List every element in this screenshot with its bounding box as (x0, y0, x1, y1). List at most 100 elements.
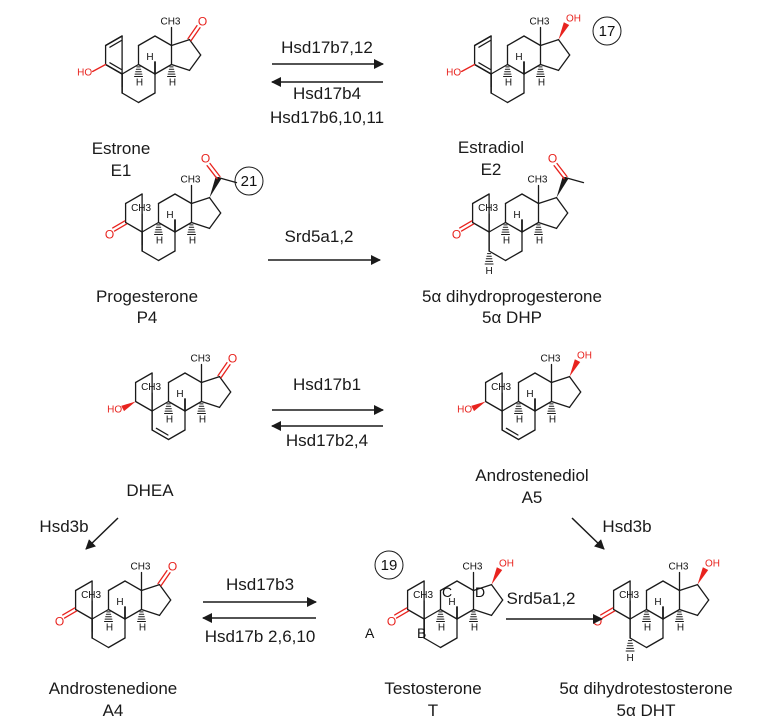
svg-text:HO: HO (446, 68, 461, 79)
svg-text:H: H (136, 78, 143, 89)
svg-text:H: H (139, 623, 146, 634)
ring-label-c: C (442, 584, 452, 600)
svg-text:CH3: CH3 (619, 590, 639, 601)
estradiol-name: Estradiol (458, 138, 524, 157)
svg-text:O: O (387, 615, 396, 629)
enzyme-e2-e1-reverse-1: Hsd17b4 (293, 84, 361, 103)
svg-text:H: H (156, 236, 163, 247)
svg-text:CH3: CH3 (141, 382, 161, 393)
svg-text:O: O (228, 352, 237, 366)
svg-text:O: O (201, 152, 210, 166)
svg-text:CH3: CH3 (491, 382, 511, 393)
svg-text:17: 17 (599, 23, 616, 40)
svg-text:H: H (166, 210, 173, 221)
estradiol-abbr: E2 (481, 160, 502, 179)
reaction-arrows (85, 59, 605, 624)
svg-text:H: H (146, 52, 153, 63)
progesterone-name: Progesterone (96, 287, 198, 306)
svg-text:CH3: CH3 (131, 203, 151, 214)
svg-text:H: H (654, 597, 661, 608)
androstenediol-name: Androstenediol (475, 466, 588, 485)
svg-text:O: O (593, 615, 602, 629)
svg-text:H: H (189, 236, 196, 247)
svg-text:H: H (448, 597, 455, 608)
androstenediol-abbr: A5 (522, 488, 543, 507)
svg-text:CH3: CH3 (529, 17, 549, 28)
arrow-dhea-to-a4 (85, 517, 119, 550)
estrone-name: Estrone (92, 139, 151, 158)
progesterone-abbr: P4 (137, 308, 158, 327)
svg-text:19: 19 (381, 557, 398, 574)
svg-text:CH3: CH3 (130, 562, 150, 573)
enzyme-t-dht: Srd5a1,2 (507, 589, 576, 608)
svg-text:OH: OH (705, 559, 720, 570)
enzyme-a5-dhea-reverse: Hsd17b2,4 (286, 431, 368, 450)
dht-name: 5α dihydrotestosterone (559, 679, 732, 698)
svg-text:H: H (485, 266, 492, 277)
svg-text:H: H (549, 415, 556, 426)
testosterone-abbr: T (428, 701, 438, 720)
svg-text:21: 21 (241, 173, 258, 190)
enzyme-e1-e2-forward: Hsd17b7,12 (281, 38, 373, 57)
svg-text:H: H (166, 415, 173, 426)
enzyme-a5-t: Hsd3b (602, 517, 651, 536)
ring-label-d: D (475, 584, 485, 600)
dhp-name: 5α dihydroprogesterone (422, 287, 602, 306)
enzyme-a4-t-forward: Hsd17b3 (226, 575, 294, 594)
svg-text:HO: HO (457, 405, 472, 416)
androstenedione-name: Androstenedione (49, 679, 178, 698)
position-badge-17: 17 (592, 16, 622, 46)
svg-text:O: O (548, 152, 557, 166)
svg-text:H: H (505, 78, 512, 89)
svg-text:OH: OH (577, 351, 592, 362)
svg-text:H: H (513, 210, 520, 221)
svg-text:OH: OH (499, 559, 514, 570)
testosterone-name: Testosterone (384, 679, 481, 698)
position-badge-19: 19 (374, 550, 404, 580)
enzyme-dhea-a5-forward: Hsd17b1 (293, 375, 361, 394)
svg-text:H: H (176, 389, 183, 400)
arrow-a5-to-dht (571, 517, 605, 550)
position-badge-21: 21 (234, 166, 264, 196)
svg-text:CH3: CH3 (180, 175, 200, 186)
svg-text:H: H (199, 415, 206, 426)
svg-text:O: O (198, 15, 207, 29)
svg-text:H: H (116, 597, 123, 608)
dhp-abbr: 5α DHP (482, 308, 542, 327)
svg-text:H: H (516, 415, 523, 426)
svg-text:O: O (105, 228, 114, 242)
svg-text:CH3: CH3 (668, 562, 688, 573)
svg-text:H: H (106, 623, 113, 634)
svg-text:H: H (626, 653, 633, 664)
svg-text:HO: HO (107, 405, 122, 416)
svg-text:CH3: CH3 (462, 562, 482, 573)
enzyme-p4-dhp: Srd5a1,2 (285, 227, 354, 246)
svg-text:CH3: CH3 (81, 590, 101, 601)
svg-text:CH3: CH3 (413, 590, 433, 601)
svg-text:H: H (503, 236, 510, 247)
svg-text:O: O (55, 615, 64, 629)
svg-text:H: H (471, 623, 478, 634)
enzyme-dhea-a4: Hsd3b (39, 517, 88, 536)
ring-label-a: A (365, 625, 375, 641)
svg-text:H: H (536, 236, 543, 247)
svg-text:CH3: CH3 (190, 354, 210, 365)
estrone-abbr: E1 (111, 161, 132, 180)
svg-text:H: H (644, 623, 651, 634)
svg-text:OH: OH (566, 14, 581, 25)
androstenedione-abbr: A4 (103, 701, 124, 720)
svg-text:CH3: CH3 (527, 175, 547, 186)
svg-text:H: H (538, 78, 545, 89)
svg-text:O: O (452, 228, 461, 242)
